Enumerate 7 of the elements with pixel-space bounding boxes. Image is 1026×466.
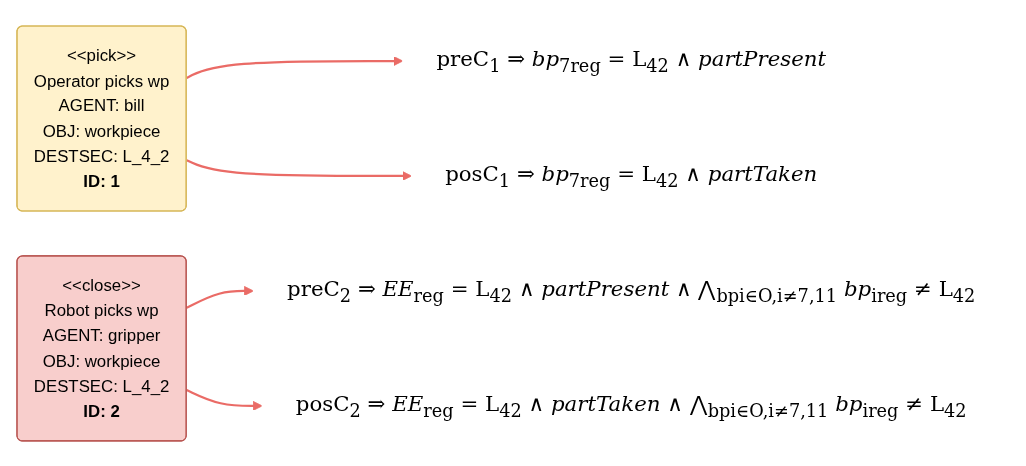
node-text: preC$_{2}$ ⇒ EE$_{reg}$ = L$_{42}$ ∧ partPresent ∧ ⋀$_{bpi∈O,i≠7,11}$ bp$_{ireg}$ ≠ L$_{42}$ (287, 275, 976, 306)
node-text: posC$_{1}$ ⇒ bp$_{7reg}$ = L$_{42}$ ∧ partTaken (445, 160, 818, 191)
arrow (186, 158, 412, 181)
arrow (186, 388, 263, 411)
arrow (186, 285, 254, 309)
node-text: preC$_{1}$ ⇒ bp$_{7reg}$ = L$_{42}$ ∧ partPresent (436, 45, 827, 76)
node-text: posC$_{2}$ ⇒ EE$_{reg}$ = L$_{42}$ ∧ partTaken ∧ ⋀$_{bpi∈O,i≠7,11}$ bp$_{ireg}$ ≠ L$_{42}$ (295, 390, 967, 421)
